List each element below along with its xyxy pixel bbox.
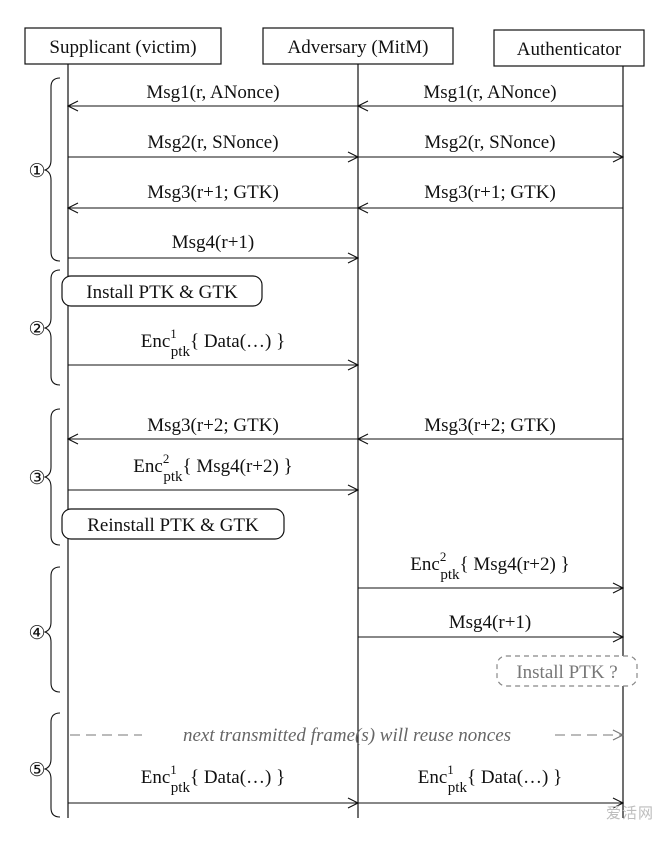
msg1-authenticator-to-adversary: Msg1(r, ANonce) (358, 82, 623, 106)
svg-text:Msg4(r+1): Msg4(r+1) (172, 232, 255, 253)
phase-5-brace (43, 712, 61, 818)
phase-3-marker: ③ (28, 468, 45, 489)
svg-text:Install PTK ?: Install PTK ? (516, 662, 617, 683)
msg2-adversary-to-authenticator: Msg2(r, SNonce) (358, 132, 623, 157)
phase-4-brace (43, 566, 61, 693)
msg1-adversary-to-supplicant: Msg1(r, ANonce) (68, 82, 358, 106)
svg-text:Install PTK & GTK: Install PTK & GTK (86, 282, 238, 303)
phase-5-marker: ⑤ (28, 760, 45, 781)
svg-text:Msg2(r, SNonce): Msg2(r, SNonce) (424, 132, 555, 153)
msg4-supplicant-to-adversary: Msg4(r+1) (68, 232, 358, 258)
svg-text:Reinstall PTK & GTK: Reinstall PTK & GTK (87, 515, 259, 536)
msg2-supplicant-to-adversary: Msg2(r, SNonce) (68, 132, 358, 157)
phase-1-marker: ① (28, 161, 45, 182)
msg3-authenticator-to-adversary: Msg3(r+1; GTK) (358, 182, 623, 208)
actor-supplicant: Supplicant (victim) (24, 27, 222, 65)
svg-text:Msg3(r+1; GTK): Msg3(r+1; GTK) (147, 182, 279, 203)
phase-3-brace (43, 408, 61, 546)
install-ptk-question-box: Install PTK ? (496, 655, 638, 687)
phase-2-marker: ② (28, 319, 45, 340)
actor-adversary: Adversary (MitM) (262, 27, 454, 65)
reinstall-ptk-gtk-box: Reinstall PTK & GTK (61, 508, 285, 540)
actor-authenticator-label: Authenticator (517, 39, 622, 60)
msg3r2-authenticator-to-adversary: Msg3(r+2; GTK) (358, 415, 623, 439)
svg-text:Msg3(r+1; GTK): Msg3(r+1; GTK) (424, 182, 556, 203)
actor-adversary-label: Adversary (MitM) (288, 37, 429, 58)
phase-2-brace (43, 269, 61, 386)
phase-4-marker: ④ (28, 623, 45, 644)
svg-text:Msg1(r, ANonce): Msg1(r, ANonce) (146, 82, 279, 103)
nonce-reuse-note: next transmitted frame(s) will reuse non… (70, 725, 623, 746)
svg-text:next transmitted frame(s) will: next transmitted frame(s) will reuse non… (183, 725, 511, 746)
msg3r2-adversary-to-supplicant: Msg3(r+2; GTK) (68, 415, 358, 439)
phase-1-brace (43, 77, 61, 262)
svg-text:Msg1(r, ANonce): Msg1(r, ANonce) (423, 82, 556, 103)
actor-authenticator: Authenticator (493, 29, 645, 67)
svg-text:Msg2(r, SNonce): Msg2(r, SNonce) (147, 132, 278, 153)
svg-text:Msg3(r+2; GTK): Msg3(r+2; GTK) (424, 415, 556, 436)
install-ptk-gtk-box: Install PTK & GTK (61, 275, 263, 307)
svg-text:Msg3(r+2; GTK): Msg3(r+2; GTK) (147, 415, 279, 436)
svg-text:Msg4(r+1): Msg4(r+1) (449, 612, 532, 633)
msg4-adversary-to-authenticator: Msg4(r+1) (358, 612, 623, 637)
watermark-logo: 爱活网 (605, 804, 654, 822)
msg3-adversary-to-supplicant: Msg3(r+1; GTK) (68, 182, 358, 208)
actor-supplicant-label: Supplicant (victim) (49, 37, 196, 58)
